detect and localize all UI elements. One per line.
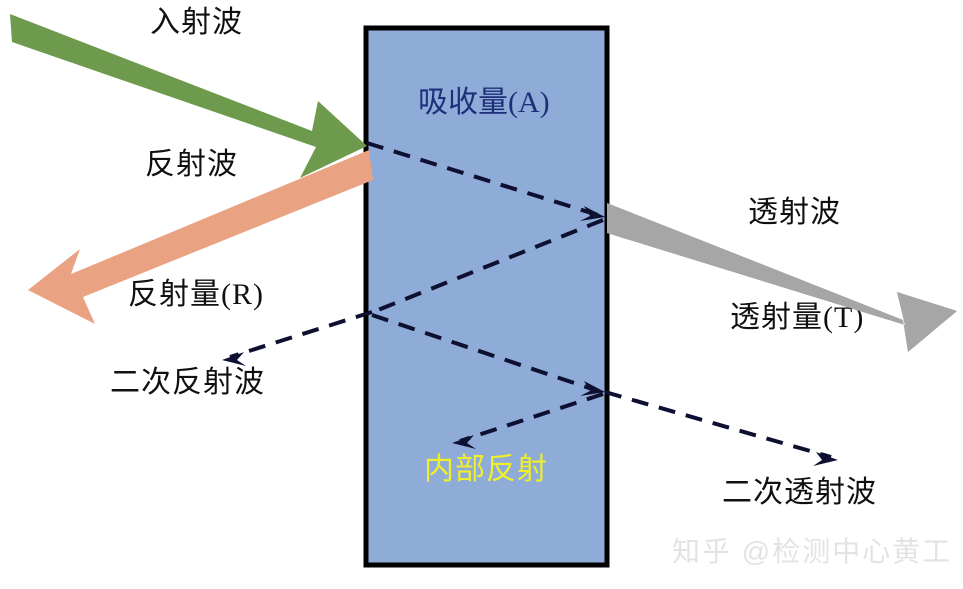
label-reflection-amount: 反射量(R) bbox=[128, 278, 264, 311]
label-secondary-reflected-wave: 二次反射波 bbox=[110, 366, 265, 399]
arrowhead-internal-reflection bbox=[452, 435, 476, 449]
ray-branch-secondary-transmission bbox=[604, 390, 832, 459]
label-transmission-amount: 透射量(T) bbox=[730, 301, 865, 334]
label-absorption-amount: 吸收量(A) bbox=[418, 86, 550, 119]
watermark: 知乎 @检测中心黄工 bbox=[672, 536, 953, 567]
label-incident-wave: 入射波 bbox=[150, 6, 243, 39]
arrowhead-ray-1 bbox=[580, 206, 605, 221]
arrowhead-secondary-reflection bbox=[222, 352, 246, 366]
ray-segment-1 bbox=[366, 141, 599, 217]
arrowhead-ray-3 bbox=[580, 381, 605, 396]
label-reflected-wave: 反射波 bbox=[145, 148, 238, 181]
incident-wave-arrow bbox=[10, 14, 367, 178]
ray-arrowheads bbox=[222, 206, 838, 466]
ray-segment-2 bbox=[377, 218, 604, 312]
label-secondary-transmitted-wave: 二次透射波 bbox=[722, 476, 877, 509]
ray-branch-internal-reflection bbox=[459, 392, 604, 443]
label-transmitted-wave: 透射波 bbox=[748, 196, 841, 229]
ray-branch-secondary-reflection bbox=[229, 310, 373, 359]
ray-segment-3 bbox=[371, 313, 599, 393]
arrowhead-secondary-transmission bbox=[813, 452, 838, 466]
reflected-wave-arrow bbox=[28, 150, 373, 324]
label-internal-reflection: 内部反射 bbox=[424, 453, 548, 486]
internal-ray-path bbox=[229, 141, 832, 459]
shield-slab bbox=[363, 25, 610, 568]
